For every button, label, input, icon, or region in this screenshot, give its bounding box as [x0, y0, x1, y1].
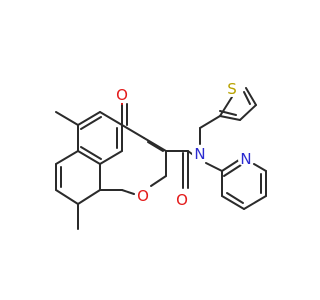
o-carbonyl-top-label: O [116, 86, 128, 104]
bond-thio-1 [219, 96, 233, 117]
bond-pyr-2 [253, 163, 267, 172]
n-pyridine-label: N [240, 150, 251, 168]
o-amide-label: O [176, 191, 188, 209]
n-amide-label: N [194, 145, 205, 163]
bond-pyran-4 [150, 175, 167, 187]
molecule-diagram: O O O N N S [55, 80, 267, 230]
bond-n-pyridyl [205, 162, 223, 172]
bond-pyran-5 [121, 189, 135, 195]
bond-pyr-5 [221, 195, 245, 210]
bond-methyl-6 [55, 111, 79, 126]
bond-benzo-9 [55, 189, 79, 205]
o-amide-bg [174, 192, 190, 208]
bond-benzo-4 [99, 150, 123, 165]
bond-ch2-thio [199, 115, 221, 129]
bond-benzo-1 [77, 111, 101, 126]
bond-thio-3 [239, 104, 257, 121]
n-amide-bg [192, 146, 208, 162]
bond-thio-4 [245, 87, 257, 106]
bond-pyr-4 [243, 195, 267, 210]
bond-benzo-1-double [80, 116, 102, 130]
bond-thio-4-double [243, 91, 251, 105]
bond-benzo-5-double [80, 146, 102, 160]
bond-benzo-2 [99, 111, 123, 126]
o-ring-bg [135, 188, 151, 204]
bond-pyran-1 [121, 124, 145, 139]
bond-pyran-2 [143, 137, 167, 152]
bond-thio-2-double [219, 110, 237, 116]
o-ring-label: O [137, 187, 149, 205]
bond-benzo-11 [55, 150, 79, 165]
s-thiophene-label: S [227, 80, 237, 98]
o-carbonyl-top-bg [114, 87, 130, 103]
bond-pyran-2-double [147, 141, 164, 152]
s-thiophene-bg [224, 81, 240, 97]
bond-benzo-8 [77, 189, 101, 205]
structure-svg: O O O N N S [55, 80, 267, 230]
bond-pyr-1-double [223, 164, 242, 177]
n-pyridine-bg [238, 151, 254, 167]
bond-thio-2 [219, 115, 241, 121]
bond-pyr-5-double [226, 192, 244, 204]
bond-benzo-5 [77, 150, 101, 165]
